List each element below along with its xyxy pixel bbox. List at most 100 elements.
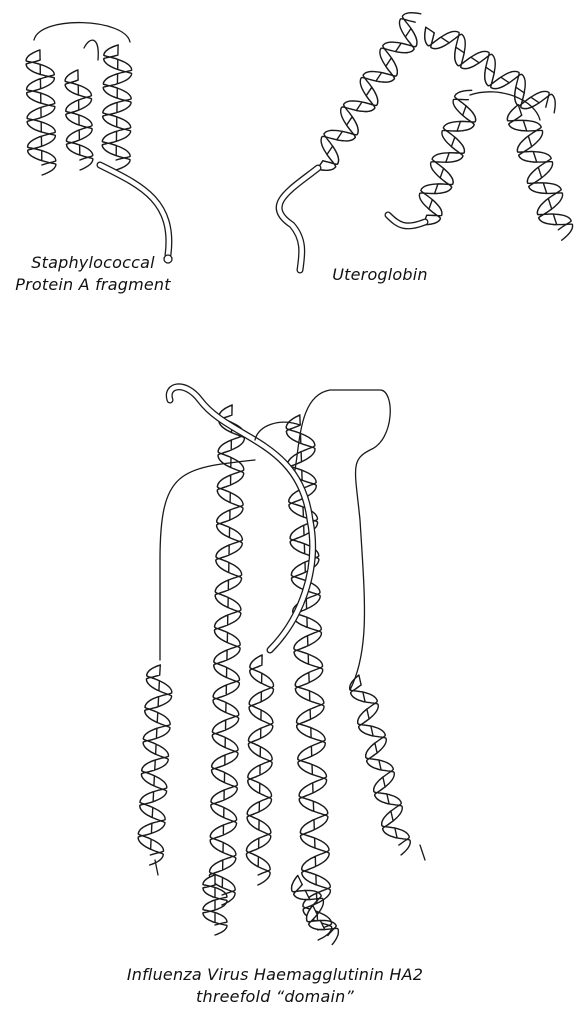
ha2-helix-a-front-face (215, 544, 230, 574)
uteroglobin-helix-4-front-face (456, 105, 477, 132)
ha2-helix-c (245, 654, 275, 886)
ha2-arrow-e (419, 844, 426, 861)
ha2-helix-d-front-face (144, 696, 160, 724)
ha2-helix-c-front-face (247, 764, 261, 794)
ha2-helix-a-front-face (213, 649, 228, 679)
uteroglobin-loop (469, 91, 541, 121)
protein-a-helix-2 (64, 69, 94, 171)
ha2-helix-b-front-face (301, 855, 317, 886)
ha2-helix-b-front-face (285, 414, 302, 445)
protein-a-caption: Staphylococcal Protein A fragment (8, 252, 178, 296)
protein-a-caption-line-2: Protein A fragment (15, 275, 171, 294)
uteroglobin-helix-2-front-face (484, 66, 510, 90)
ha2-helix-a-front-face (211, 719, 227, 749)
ha2-helix-a-front-face (210, 754, 226, 784)
protein-a-helix-2-front-face (65, 129, 81, 156)
ha2-helix-a-front-face (217, 439, 233, 469)
protein-a-helix-3-front-face (102, 101, 118, 128)
protein-a-helix-3 (101, 44, 133, 171)
protein-a-top-loop (33, 21, 131, 43)
ha2-helix-e-front-face (381, 810, 398, 839)
ha2-caption: Influenza Virus Haemagglutinin HA2 three… (95, 964, 455, 1008)
protein-a-caption-line-1: Staphylococcal (31, 253, 155, 272)
ha2-helix-f-front-face (202, 874, 216, 899)
protein-a-helix-2-front-face (64, 69, 80, 96)
protein-a-tail-outline (96, 161, 173, 259)
uteroglobin-helix-1-front-face (375, 57, 398, 83)
protein-a-terminus (163, 254, 173, 264)
protein-a-helix-1-front-face (25, 78, 42, 104)
ha2-helix-b-front-face (289, 524, 306, 555)
ha2-caption-line-2: threefold “domain” (196, 987, 354, 1006)
ha2-helix-b-front-face (293, 635, 310, 665)
ha2-helix-a-front-face (209, 824, 225, 854)
uteroglobin-helix-2 (424, 26, 556, 114)
ha2-helix-d (137, 664, 173, 866)
protein-a-helix-1-front-face (26, 106, 42, 133)
protein-a-helix-3-front-face (101, 130, 118, 157)
ha2-helix-a-front-face (216, 474, 232, 504)
uteroglobin-helix-4-front-face (422, 198, 443, 226)
ha2-helix-b-front-face (294, 671, 311, 702)
ha2-helix-c-front-face (247, 727, 262, 758)
uteroglobin-helix-1-front-face (394, 27, 418, 54)
ha2-helix-f-front-face (202, 899, 216, 924)
ha2-long-tube-fill (167, 384, 315, 653)
uteroglobin-caption: Uteroglobin (310, 264, 450, 286)
protein-a-inner-loop (83, 39, 99, 61)
ha2-helix-c-front-face (246, 801, 261, 831)
protein-a-helix-3-front-face (103, 44, 119, 71)
ha2-right-loop (294, 389, 391, 691)
uteroglobin-helix-2-front-face (424, 26, 450, 50)
ha2-helix-d-front-face (142, 727, 158, 755)
ha2-helix-d-front-face (139, 791, 155, 819)
uteroglobin-helix-1-front-face (336, 115, 359, 142)
uteroglobin-helix-1 (316, 11, 422, 172)
uteroglobin-helix-4-front-face (433, 167, 454, 195)
ha2-helix-b-front-face (295, 708, 312, 739)
protein-a-helix-1-front-face (25, 49, 41, 76)
uteroglobin-helix-3-front-face (536, 197, 558, 226)
uteroglobin-tail-c-fill (385, 212, 428, 229)
uteroglobin-helix-1-front-face (316, 145, 340, 172)
ha2-helix-c-front-face (248, 691, 263, 721)
ha2-helix-b-front-face (297, 745, 314, 776)
ha2-helix-g (290, 874, 340, 946)
ha2-arrow-d (154, 859, 159, 876)
ha2-helix-b-front-face (299, 818, 316, 849)
ha2-caption-line-1: Influenza Virus Haemagglutinin HA2 (126, 965, 424, 984)
ha2-helix-b-front-face (298, 782, 315, 812)
uteroglobin-helix-2-front-face (454, 46, 480, 70)
uteroglobin-helix-2-front-face (514, 86, 540, 110)
ha2-helix-a-front-face (214, 579, 230, 609)
ha2-helix-e-front-face (365, 742, 382, 771)
uteroglobin-helix-4 (418, 89, 477, 226)
ha2-helix-c-front-face (245, 837, 260, 868)
ha2-helix-c-front-face (249, 654, 263, 684)
ha2-helix-a-front-face (215, 509, 231, 539)
ha2-helix-d-front-face (140, 759, 157, 787)
protein-a-helix-2-front-face (65, 99, 80, 126)
protein-a-tail-fill (97, 162, 172, 258)
ha2-helix-e-front-face (357, 708, 374, 737)
ha2-left-loop (159, 459, 256, 661)
ha2-helix-e-front-face (373, 776, 390, 805)
ha2-helix-g-front-face (290, 874, 311, 901)
ha2-helix-e (349, 674, 411, 856)
ha2-helix-b (285, 414, 333, 941)
ha2-helix-a-front-face (213, 614, 229, 644)
protein-a-ribbon-diagram (25, 21, 173, 264)
uteroglobin-helix-3 (506, 104, 574, 241)
uteroglobin-helix-1-front-face (355, 86, 379, 113)
ha2-helix-a-front-face (210, 789, 225, 819)
uteroglobin-helix-3-front-face (506, 104, 528, 132)
uteroglobin-helix-4-front-face (445, 136, 466, 163)
ha2-helix-a-front-face (212, 684, 228, 714)
uteroglobin-helix-3-front-face (516, 135, 538, 163)
ha2-helix-b-front-face (288, 487, 305, 518)
uteroglobin-tail-n-fill (277, 165, 321, 273)
uteroglobin-helix-3-front-face (526, 166, 548, 195)
protein-a-helix-1 (25, 49, 57, 176)
uteroglobin-ribbon-diagram (275, 11, 574, 274)
